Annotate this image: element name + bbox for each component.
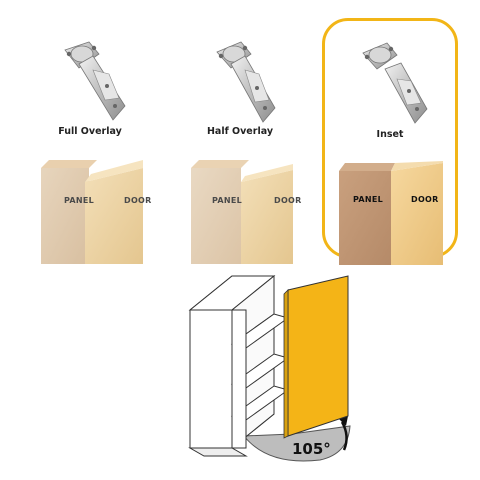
panel-label: PANEL	[212, 196, 243, 205]
concealed-hinge-icon	[362, 42, 428, 124]
door-label: DOOR	[124, 196, 152, 205]
door-label: DOOR	[274, 196, 302, 205]
hinge-type-label: Half Overlay	[206, 126, 274, 137]
panel-door-joint-illustration	[41, 160, 143, 264]
panel-door-joint-illustration	[339, 161, 443, 265]
door-front	[287, 275, 349, 437]
panel-door-joint-illustration	[191, 160, 293, 264]
hinge-option-inset[interactable]: Inset PANEL DOOR	[322, 18, 458, 265]
cabinet-carcass	[188, 274, 290, 457]
hinge-type-label: Full Overlay	[58, 126, 122, 137]
hinge-option-full-overlay[interactable]: Full Overlay PANEL DOOR	[20, 18, 160, 264]
concealed-hinge-icon	[64, 41, 126, 121]
panel-label: PANEL	[64, 196, 95, 205]
concealed-hinge-icon	[216, 41, 276, 123]
hinge-type-label: Inset	[376, 129, 404, 140]
opening-angle-arc	[242, 416, 351, 462]
open-cabinet-door	[283, 275, 349, 439]
panel-label: PANEL	[353, 195, 384, 204]
opening-angle-label: 105°	[292, 440, 331, 458]
door-label: DOOR	[411, 195, 439, 204]
cabinet-door-opening-diagram: 105°	[188, 274, 351, 462]
hinge-option-half-overlay[interactable]: Half Overlay PANEL DOOR	[170, 18, 310, 264]
